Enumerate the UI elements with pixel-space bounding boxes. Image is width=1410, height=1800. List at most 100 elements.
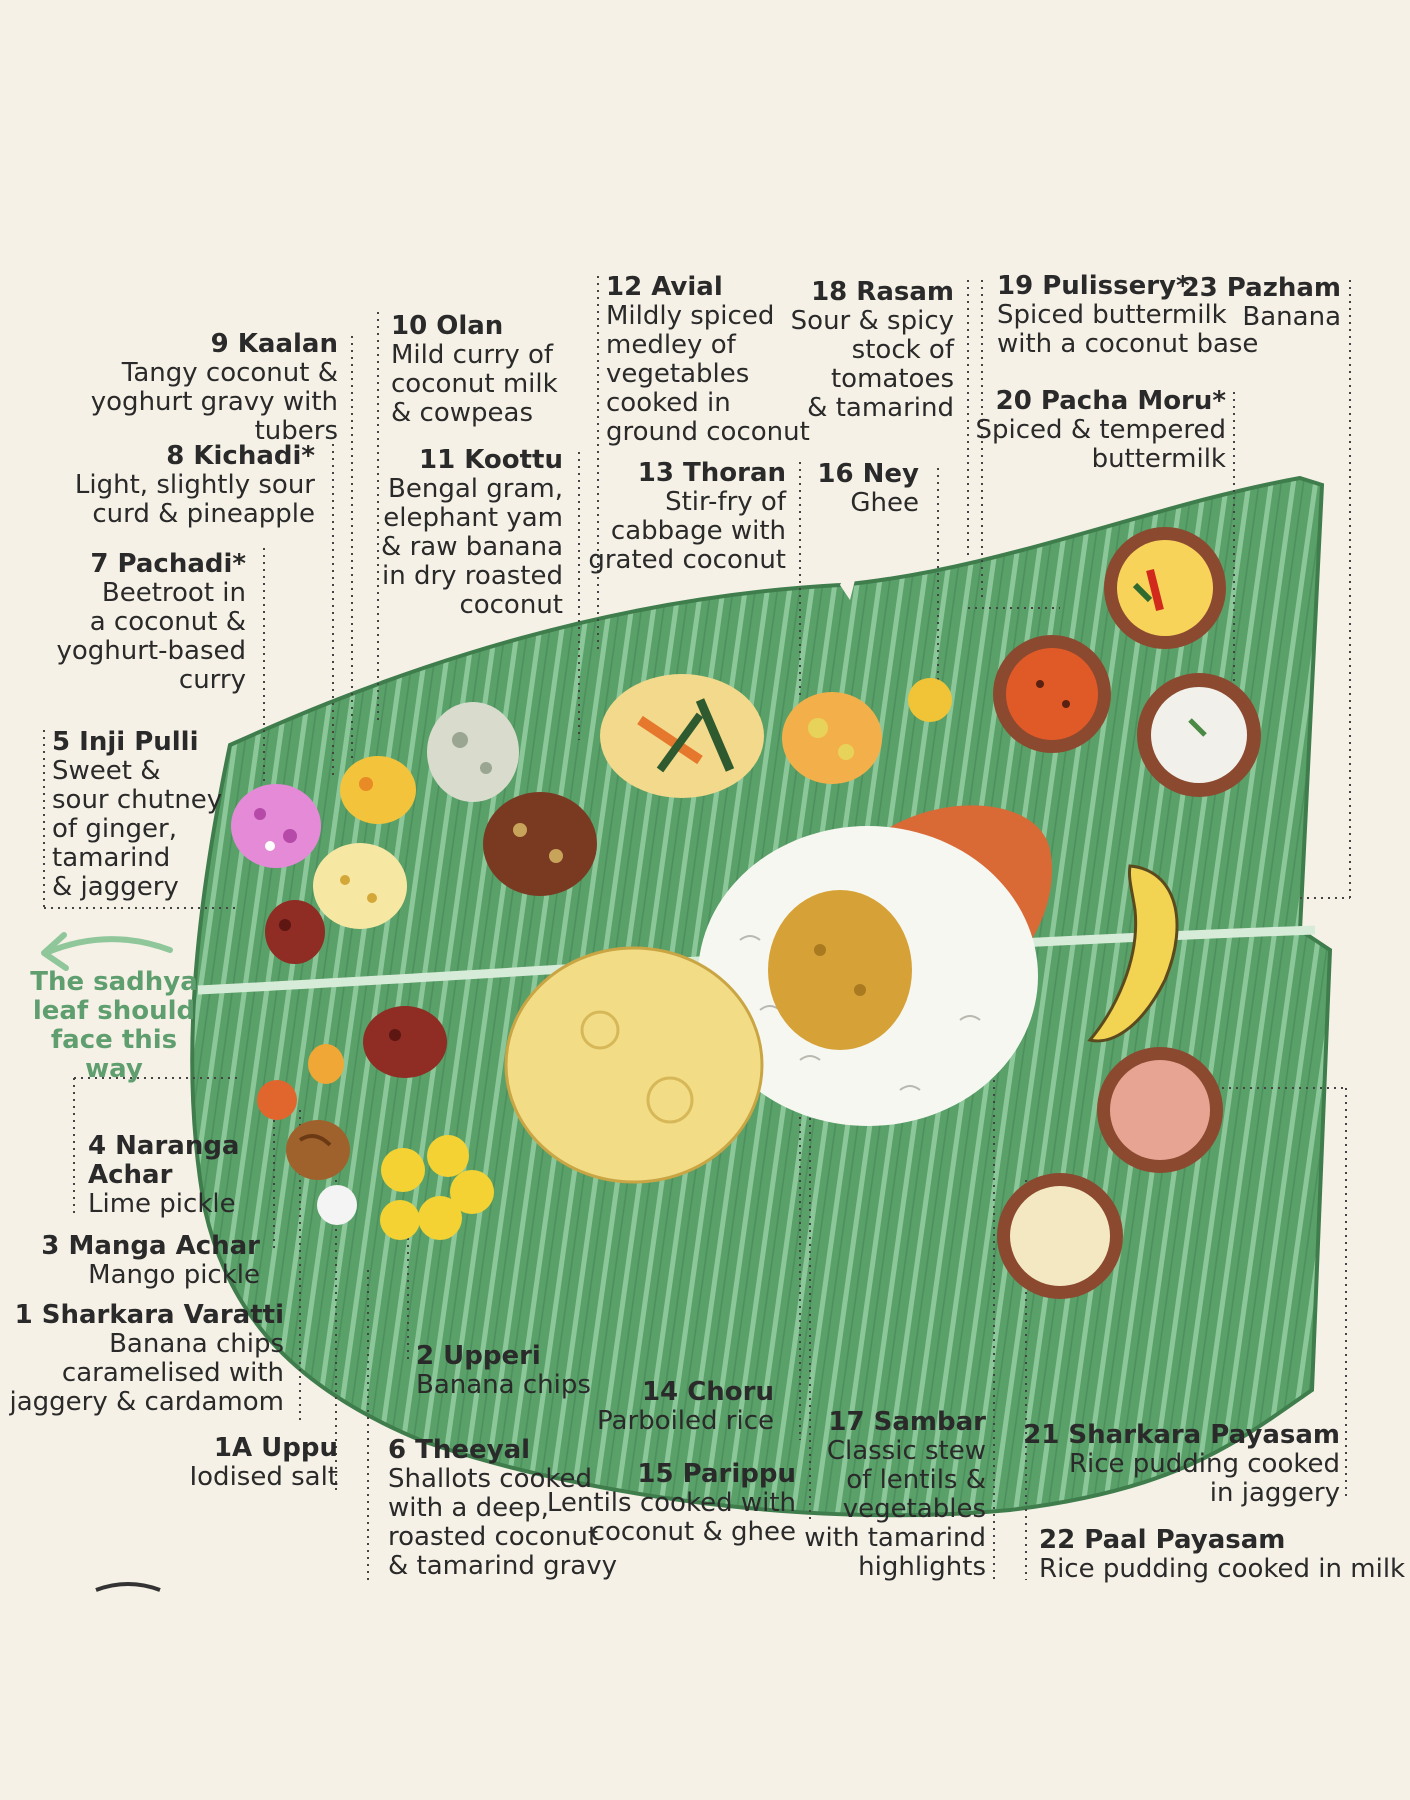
dish-manga-achar	[308, 1044, 344, 1084]
label-title: 10 Olan	[391, 311, 504, 341]
dish-pulissery	[1104, 527, 1226, 649]
dish-theeyal	[363, 1006, 447, 1078]
dish-naranga-achar	[257, 1080, 297, 1120]
label-title: 15 Parippu	[637, 1459, 796, 1489]
label-desc: Lime pickle	[88, 1189, 236, 1219]
label-desc: Lentils cooked with coconut & ghee	[546, 1488, 796, 1547]
label-desc: Spiced buttermilk with a coconut base	[997, 300, 1259, 359]
dish-upperi	[380, 1135, 494, 1240]
corner-arc	[95, 1582, 161, 1592]
label-title: 1A Uppu	[213, 1433, 338, 1463]
dish-parippu	[768, 890, 912, 1050]
label-title: 11 Koottu	[418, 445, 563, 475]
label-title: 14 Choru	[641, 1377, 774, 1407]
label-desc: Shallots cooked with a deep, roasted coc…	[388, 1464, 617, 1581]
label-desc: Banana chips caramelised with jaggery & …	[9, 1329, 285, 1417]
label-title: 22 Paal Payasam	[1039, 1525, 1286, 1555]
label-title: 3 Manga Achar	[41, 1231, 260, 1261]
label-title: 2 Upperi	[416, 1341, 541, 1371]
label-title: 9 Kaalan	[210, 329, 338, 359]
dish-pazham	[1087, 864, 1179, 1043]
dish-pacha-moru	[1137, 673, 1261, 797]
dish-inji-pulli	[231, 784, 321, 868]
label-title: 21 Sharkara Payasam	[1023, 1420, 1340, 1450]
dish-avial	[600, 674, 764, 798]
label-title: 23 Pazham	[1181, 273, 1341, 303]
label-title: 7 Pachadi*	[90, 549, 246, 579]
label-title: 4 Naranga Achar	[88, 1131, 240, 1190]
label-desc: Mildly spiced medley of vegetables cooke…	[606, 301, 810, 447]
dish-pappadam	[504, 946, 764, 1184]
label-desc: Sweet & sour chutney of ginger, tamarind…	[52, 756, 223, 902]
dish-koottu	[483, 792, 597, 896]
label-desc: Light, slightly sour curd & pineapple	[74, 470, 315, 529]
label-desc: Rice pudding cooked in milk	[1039, 1554, 1406, 1584]
label-title: 17 Sambar	[828, 1407, 986, 1437]
label-kichadi: 8 Kichadi*Light, slightly sour curd & pi…	[75, 442, 315, 529]
label-desc: Mango pickle	[88, 1260, 260, 1290]
label-desc: Mild curry of coconut milk & cowpeas	[391, 340, 558, 428]
label-desc: Parboiled rice	[597, 1406, 774, 1436]
label-title: 12 Avial	[606, 272, 723, 302]
dish-kichadi	[313, 843, 407, 929]
label-desc: Bengal gram, elephant yam & raw banana i…	[381, 474, 563, 620]
dish-sharkara-payasam	[1097, 1047, 1223, 1173]
label-pacha-moru: 20 Pacha Moru*Spiced & tempered buttermi…	[976, 387, 1226, 474]
dish-sharkara-varatti	[286, 1120, 350, 1180]
label-desc: Sour & spicy stock of tomatoes & tamarin…	[790, 306, 954, 423]
leader-lines	[43, 276, 1351, 1580]
label-desc: Banana	[1242, 302, 1341, 332]
label-pulissery: 19 Pulissery*Spiced buttermilk with a co…	[997, 272, 1258, 359]
dish-rasam	[993, 635, 1111, 753]
dish-thoran	[782, 692, 882, 784]
leaf-direction-note: The sadhya leaf should face this way	[30, 967, 198, 1084]
label-desc: Beetroot in a coconut & yoghurt-based cu…	[56, 578, 246, 695]
dish-uppu	[317, 1185, 357, 1225]
label-desc: Iodised salt	[189, 1462, 338, 1492]
label-title: 5 Inji Pulli	[52, 727, 199, 757]
label-desc: Tangy coconut & yoghurt gravy with tuber…	[90, 358, 338, 446]
label-desc: Ghee	[850, 488, 919, 518]
label-desc: Banana chips	[416, 1370, 591, 1400]
label-title: 18 Rasam	[811, 277, 954, 307]
dish-kaalan	[340, 756, 416, 824]
label-desc: Classic stew of lentils & vegetables wit…	[804, 1436, 986, 1582]
label-title: 19 Pulissery*	[997, 271, 1190, 301]
label-title: 6 Theeyal	[388, 1435, 531, 1465]
label-pachadi: 7 Pachadi*Beetroot in a coconut & yoghur…	[56, 550, 246, 695]
label-title: 20 Pacha Moru*	[995, 386, 1226, 416]
label-title: 16 Ney	[817, 459, 919, 489]
label-desc: Spiced & tempered buttermilk	[975, 415, 1226, 474]
dish-olan	[427, 702, 519, 802]
label-title: 8 Kichadi*	[166, 441, 315, 471]
label-desc: Stir-fry of cabbage with grated coconut	[588, 487, 786, 575]
label-title: 13 Thoran	[637, 458, 786, 488]
dish-paal-payasam	[997, 1173, 1123, 1299]
label-desc: Rice pudding cooked in jaggery	[1068, 1449, 1340, 1508]
direction-arrow-icon	[41, 932, 173, 971]
dish-ney	[908, 678, 952, 722]
leaf-tear	[840, 520, 870, 600]
label-title: 1 Sharkara Varatti	[14, 1300, 284, 1330]
